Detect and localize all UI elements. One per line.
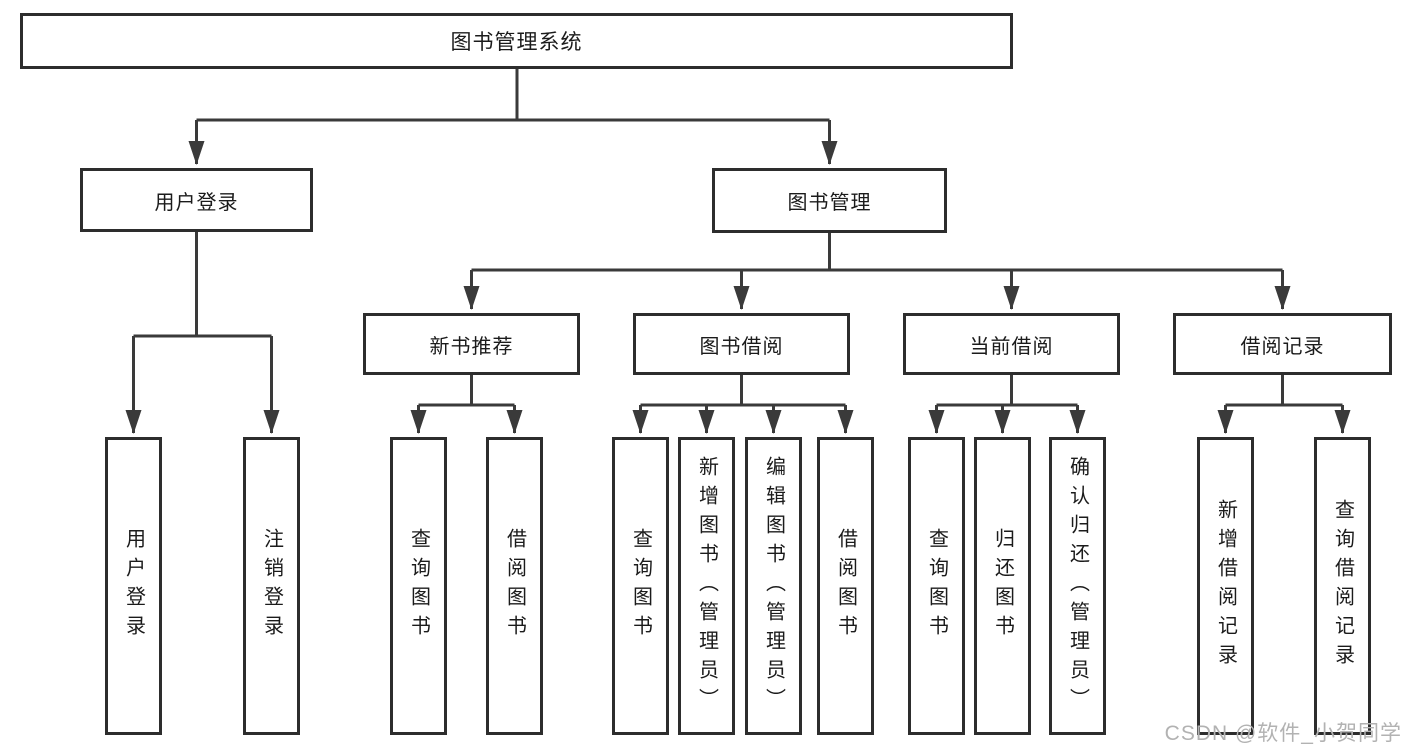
node-label: 用户登录 xyxy=(154,191,239,214)
node-label: 借阅图书 xyxy=(503,528,526,644)
node-logout-action: 注销登录 xyxy=(243,437,300,735)
node-label: 查询图书 xyxy=(925,528,948,644)
node-book-borrow: 图书借阅 xyxy=(633,313,850,375)
node-return-books: 归还图书 xyxy=(974,437,1031,735)
node-new-book-recommend: 新书推荐 xyxy=(363,313,580,375)
node-user-login-action: 用户登录 xyxy=(105,437,162,735)
node-label: 新书推荐 xyxy=(429,335,514,358)
node-add-borrow-record: 新增借阅记录 xyxy=(1197,437,1254,735)
node-label: 新增图书（管理员） xyxy=(695,455,718,717)
node-label: 注销登录 xyxy=(260,528,283,644)
node-label: 编辑图书（管理员） xyxy=(762,455,785,717)
node-label: 借阅记录 xyxy=(1240,335,1325,358)
node-label: 借阅图书 xyxy=(834,528,857,644)
node-label: 图书借阅 xyxy=(699,335,784,358)
node-label: 查询借阅记录 xyxy=(1331,499,1354,673)
node-add-books-admin: 新增图书（管理员） xyxy=(678,437,735,735)
node-label: 图书管理 xyxy=(787,192,872,214)
node-query-books-current: 查询图书 xyxy=(908,437,965,735)
node-label: 新增借阅记录 xyxy=(1214,499,1237,673)
node-current-borrow: 当前借阅 xyxy=(903,313,1120,375)
node-label: 归还图书 xyxy=(991,528,1014,644)
node-label: 当前借阅 xyxy=(969,335,1054,358)
csdn-watermark: CSDN @软件_小贺同学 xyxy=(1164,722,1402,745)
node-query-books-borrow: 查询图书 xyxy=(612,437,669,735)
node-borrow-books-borrow: 借阅图书 xyxy=(817,437,874,735)
node-confirm-return-admin: 确认归还（管理员） xyxy=(1049,437,1106,735)
node-borrow-books-recommend: 借阅图书 xyxy=(486,437,543,735)
node-label: 用户登录 xyxy=(122,528,145,644)
node-borrow-records: 借阅记录 xyxy=(1173,313,1392,375)
node-user-login: 用户登录 xyxy=(80,168,313,232)
node-label: 查询图书 xyxy=(629,528,652,644)
node-query-books-recommend: 查询图书 xyxy=(390,437,447,735)
node-edit-books-admin: 编辑图书（管理员） xyxy=(745,437,802,735)
node-query-borrow-record: 查询借阅记录 xyxy=(1314,437,1371,735)
node-library-management-system: 图书管理系统 xyxy=(20,13,1013,69)
node-label: 确认归还（管理员） xyxy=(1066,455,1089,717)
node-book-management: 图书管理 xyxy=(712,168,947,233)
node-label: 查询图书 xyxy=(407,528,430,644)
node-label: 图书管理系统 xyxy=(450,31,583,54)
